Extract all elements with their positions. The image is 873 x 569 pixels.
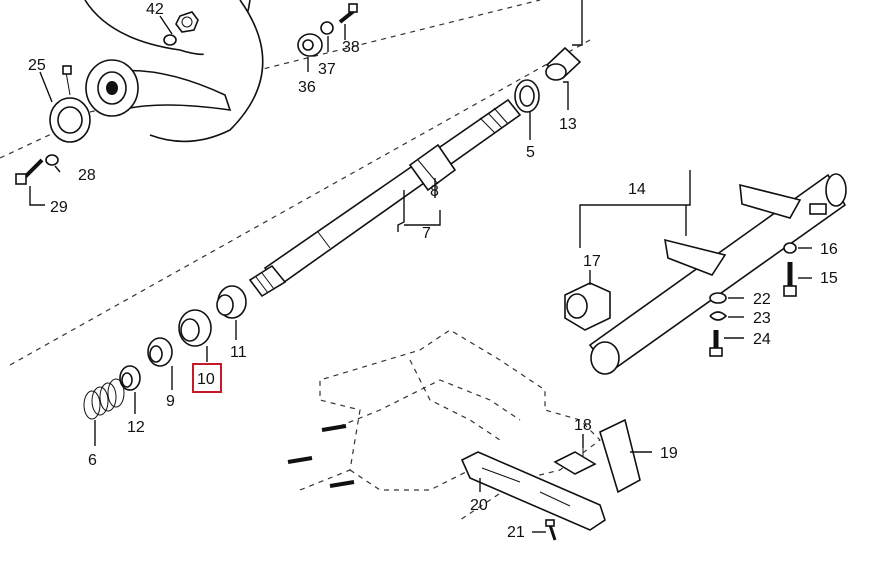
label-14: 14: [628, 181, 646, 198]
label-25: 25: [28, 57, 46, 74]
label-9: 9: [166, 393, 175, 410]
part-24-bolt: [709, 330, 723, 357]
part-5-bearing: [514, 79, 540, 113]
part-21-screw: [545, 519, 557, 541]
part-29-screw: [15, 158, 44, 185]
label-21: 21: [507, 524, 525, 541]
label-36: 36: [298, 79, 316, 96]
part-38-screw: [338, 3, 358, 24]
part-42-nut: [163, 11, 199, 46]
part-25-horn-contact: [49, 65, 91, 143]
label-29: 29: [50, 199, 68, 216]
boundary-line: [9, 39, 591, 366]
part-13-bushing: [545, 46, 582, 81]
label-12: 12: [127, 419, 145, 436]
label-23: 23: [753, 310, 771, 327]
part-28-washer: [45, 154, 59, 166]
label-8: 8: [430, 183, 439, 200]
part-15-bolt: [783, 262, 797, 297]
steering-wheel: [84, 0, 264, 143]
label-16: 16: [820, 241, 838, 258]
part-7-steering-shaft: [248, 98, 522, 298]
label-18: 18: [574, 417, 592, 434]
label-19: 19: [660, 445, 678, 462]
boundary-line: [89, 0, 541, 113]
label-20: 20: [470, 497, 488, 514]
label-6: 6: [88, 452, 97, 469]
part-9-bearing-seat: [147, 337, 173, 367]
label-10: 10: [197, 371, 215, 388]
label-17: 17: [583, 253, 601, 270]
part-20-trim: [460, 451, 606, 531]
label-7: 7: [422, 225, 431, 242]
label-28: 28: [78, 167, 96, 184]
label-13: 13: [559, 116, 577, 133]
label-5: 5: [526, 144, 535, 161]
part-23-spring-washer: [709, 311, 728, 321]
part-36-bushing: [297, 33, 323, 57]
part-14-column-tube: [588, 173, 847, 375]
label-22: 22: [753, 291, 771, 308]
part-11-bearing: [216, 285, 247, 319]
part-19-cover-plate: [599, 418, 641, 494]
label-37: 37: [318, 61, 336, 78]
boundary-line: [0, 129, 61, 159]
part-6-spring: [83, 378, 125, 420]
part-16-washer: [783, 242, 797, 254]
part-37-washer: [320, 21, 334, 35]
label-24: 24: [753, 331, 771, 348]
part-10-bearing: [178, 309, 212, 347]
part-12-ring: [119, 365, 141, 391]
label-38: 38: [342, 39, 360, 56]
label-42: 42: [146, 1, 164, 18]
mounting-bracket-outline: [287, 329, 601, 521]
label-15: 15: [820, 270, 838, 287]
part-17-bushing: [564, 282, 611, 331]
highlight-box: [192, 363, 222, 393]
part-22-washer: [709, 292, 727, 304]
label-11: 11: [230, 344, 247, 361]
